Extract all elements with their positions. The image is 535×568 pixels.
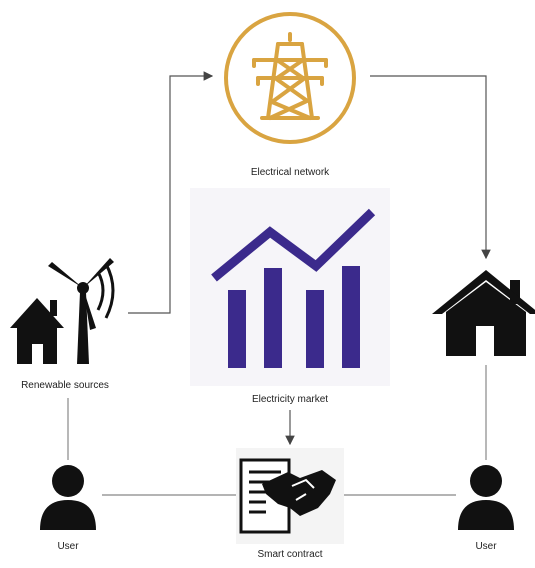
user-icon (458, 465, 514, 530)
connector-renewable-to-network (128, 71, 214, 314)
user-label-left: User (57, 541, 79, 552)
house-wind-turbine-icon (10, 258, 115, 364)
smart-contract-label: Smart contract (257, 549, 323, 560)
connector-network-to-home (370, 75, 491, 260)
house-icon (432, 270, 535, 356)
renewable-sources-label: Renewable sources (21, 380, 109, 391)
bar-chart-trend-icon (190, 188, 390, 386)
user-label-right: User (475, 541, 497, 552)
electricity-market-label: Electricity market (251, 394, 329, 405)
user-icon (40, 465, 96, 530)
document-handshake-icon (236, 448, 344, 544)
transmission-tower-icon (224, 12, 356, 144)
electrical-network-label: Electrical network (250, 167, 330, 178)
